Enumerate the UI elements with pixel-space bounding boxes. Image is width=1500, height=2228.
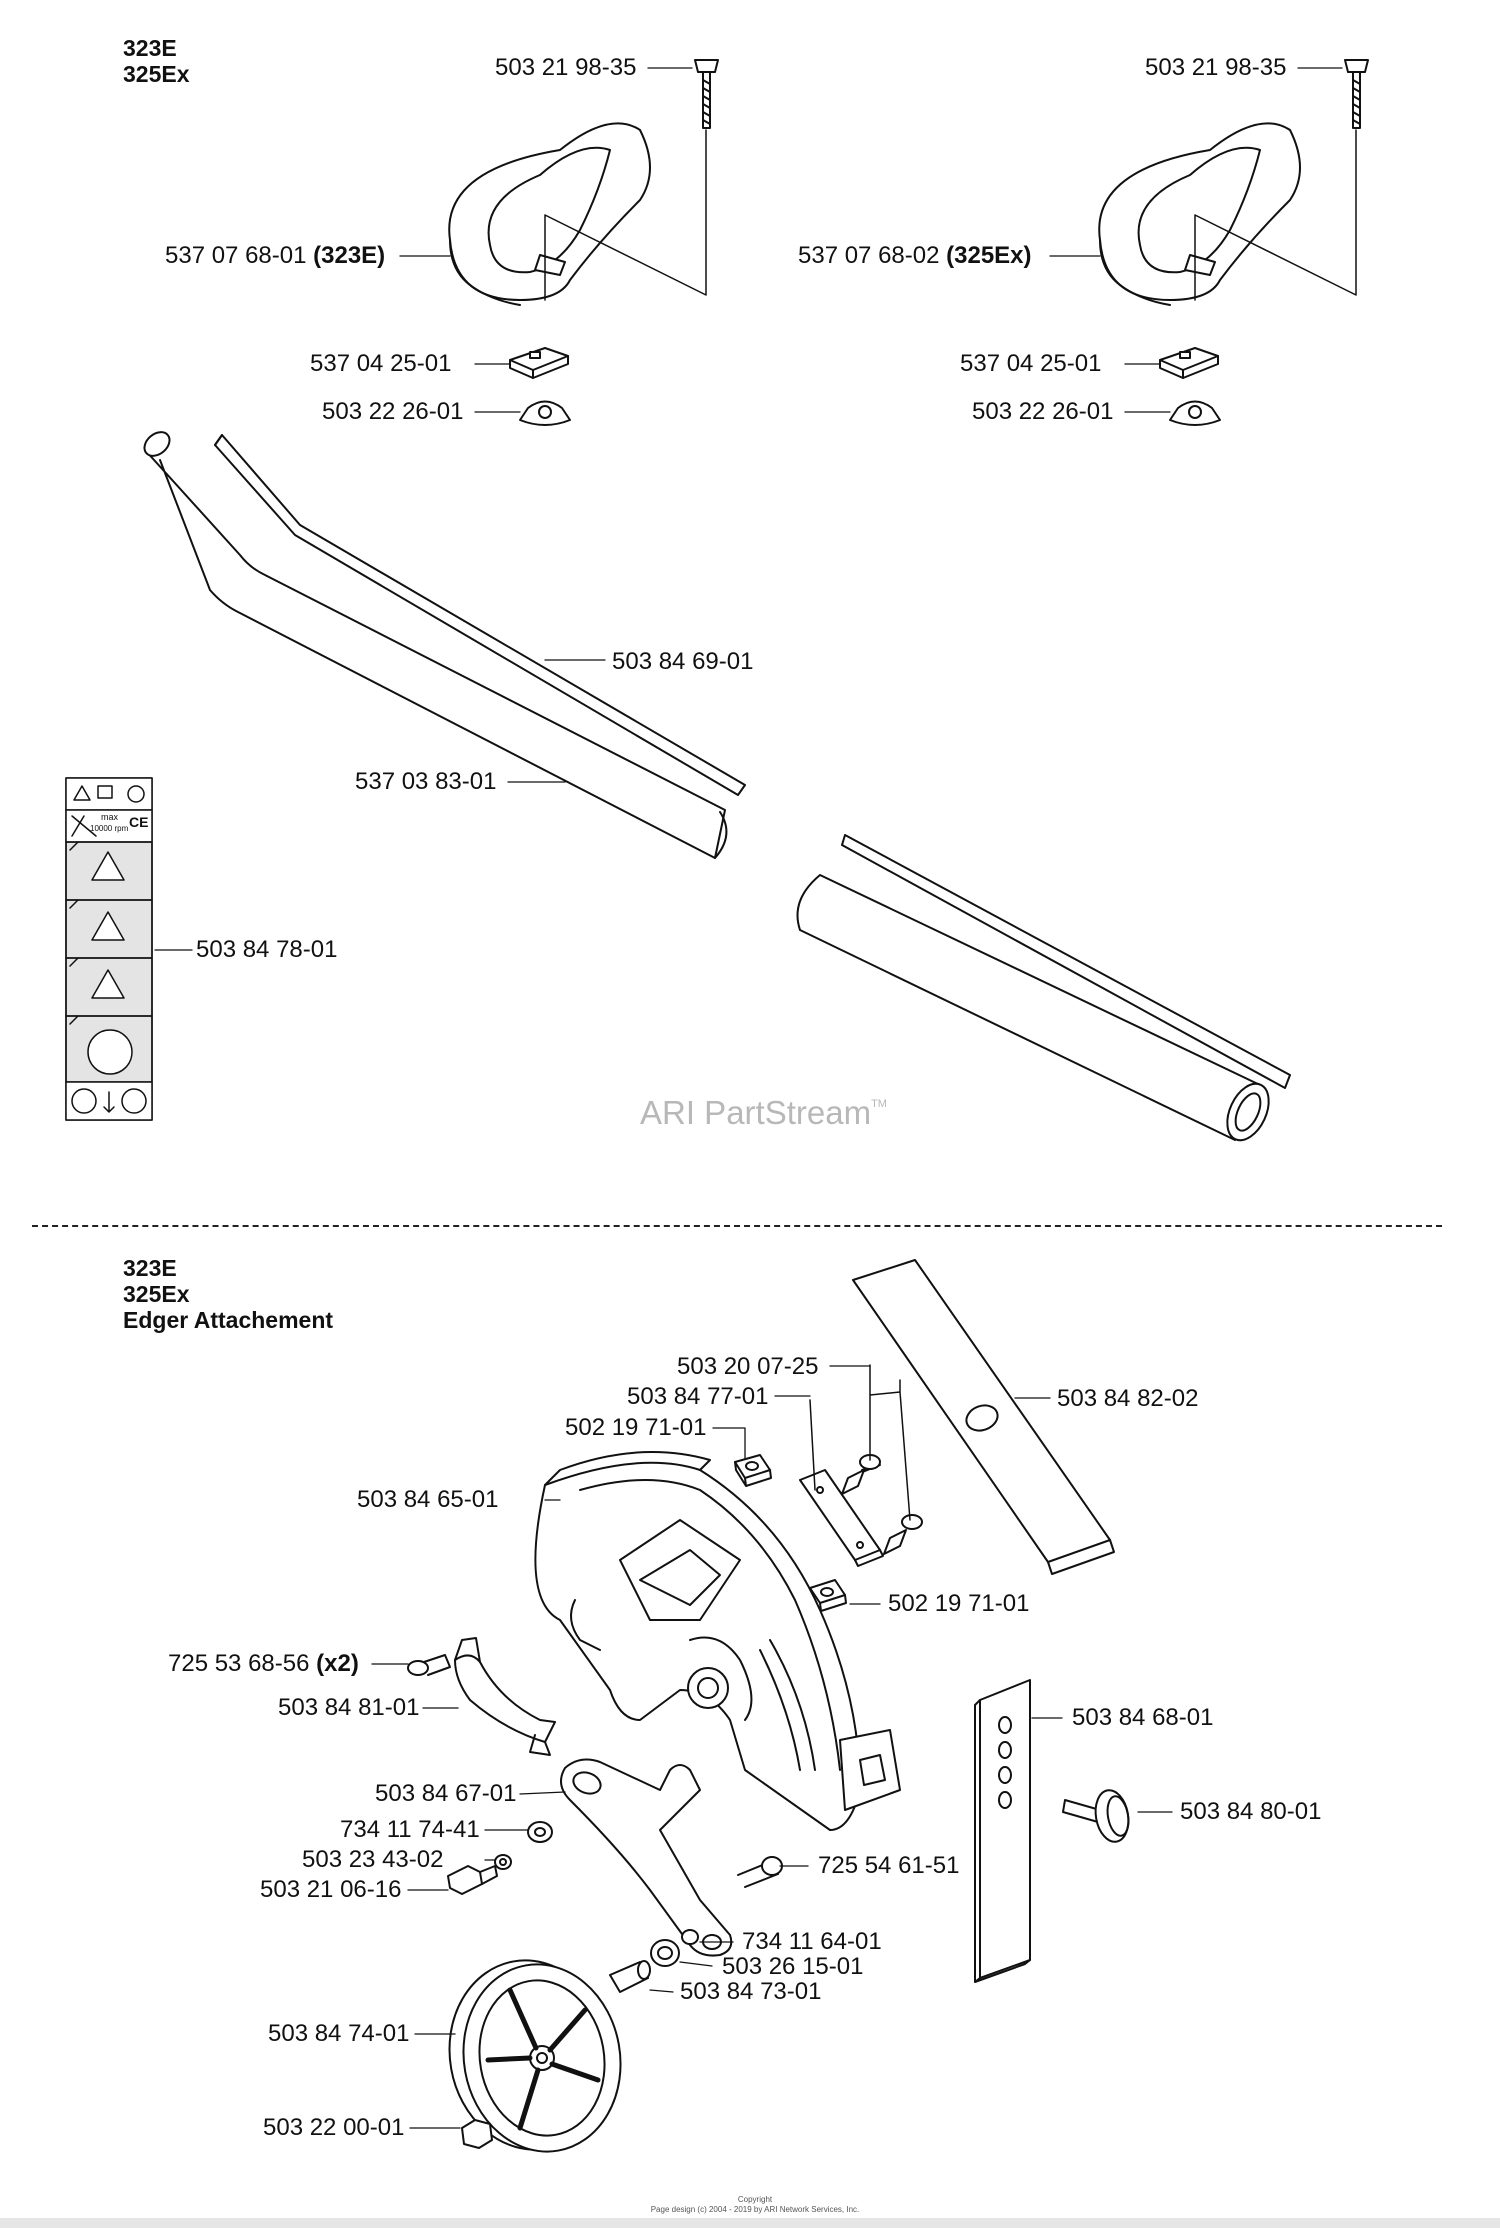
label-decal[interactable]: 503 84 78-01 <box>196 936 338 963</box>
decal-ce-text: CE <box>129 814 149 830</box>
label-wheel-nut[interactable]: 503 22 00-01 <box>263 2114 405 2141</box>
decal-sheet-part <box>65 777 153 1121</box>
label-blade[interactable]: 503 84 82-02 <box>1057 1385 1199 1412</box>
washer-c-part <box>681 1929 699 1945</box>
decal-rpm-text: 10000 rpm <box>90 824 129 833</box>
bearing-part <box>650 1939 680 1967</box>
label-guard[interactable]: 503 84 65-01 <box>357 1486 499 1513</box>
spacer-part <box>609 1960 651 1993</box>
clamp-right-part <box>1159 347 1219 379</box>
footer-copyright: Copyright Page design (c) 2004 - 2019 by… <box>555 2195 955 2215</box>
wheel-nut-part <box>461 2119 493 2149</box>
tube-upper-part <box>143 431 728 859</box>
label-washer-b[interactable]: 503 23 43-02 <box>302 1846 444 1873</box>
screw-pair-part <box>841 1454 923 1555</box>
guide-left <box>544 129 707 301</box>
bottom-title-3: Edger Attachement <box>123 1307 334 1333</box>
label-clamp-right[interactable]: 537 04 25-01 <box>960 350 1102 377</box>
label-handle-right[interactable]: 537 07 68-02 (325Ex) <box>798 242 1032 269</box>
label-clamp-left[interactable]: 537 04 25-01 <box>310 350 452 377</box>
label-screw-x2[interactable]: 725 53 68-56 (x2) <box>168 1650 359 1677</box>
shaft-rod-upper-part <box>214 434 746 796</box>
label-knob-left[interactable]: 503 22 26-01 <box>322 398 464 425</box>
label-handle-left[interactable]: 537 07 68-01 (323E) <box>165 242 386 269</box>
bolt-arm-part <box>447 1865 498 1895</box>
bottom-strip <box>0 2218 1500 2228</box>
nut-a-part <box>734 1454 772 1487</box>
bolt-left-part <box>694 59 719 129</box>
label-bearing[interactable]: 503 26 15-01 <box>722 1953 864 1980</box>
screw-x2-part <box>407 1654 451 1676</box>
top-title-1: 323E <box>123 35 177 61</box>
washer-a-part <box>527 1821 553 1843</box>
guard-part <box>534 1451 901 1831</box>
label-screw-pair[interactable]: 503 20 07-25 <box>677 1353 819 1380</box>
decal-max-text: max <box>101 812 119 822</box>
handle-left-part <box>448 122 651 306</box>
screw-arm-part <box>737 1856 783 1888</box>
label-washer-a[interactable]: 734 11 74-41 <box>340 1816 480 1843</box>
wingnut-right-part <box>1169 400 1221 426</box>
label-washer-c[interactable]: 734 11 64-01 <box>742 1928 882 1955</box>
washer-b-part <box>494 1854 512 1870</box>
bottom-title-2: 325Ex <box>123 1281 190 1307</box>
label-knob-right[interactable]: 503 22 26-01 <box>972 398 1114 425</box>
wingnut-left-part <box>519 400 571 426</box>
footer-line-1: Copyright <box>737 2195 773 2204</box>
label-wheel[interactable]: 503 84 74-01 <box>268 2020 410 2047</box>
guide-right <box>1194 129 1357 301</box>
bolt-right-part <box>1344 59 1369 129</box>
label-shaft[interactable]: 503 84 69-01 <box>612 648 754 675</box>
bottom-title-1: 323E <box>123 1255 177 1281</box>
label-depth-knob[interactable]: 503 84 80-01 <box>1180 1798 1322 1825</box>
clamp-left-part <box>509 347 569 379</box>
tube-lower-part <box>796 874 1270 1142</box>
label-depth-plate[interactable]: 503 84 68-01 <box>1072 1704 1214 1731</box>
clamp-half-part <box>454 1637 556 1756</box>
label-clamp-half[interactable]: 503 84 81-01 <box>278 1694 420 1721</box>
arm-part <box>560 1758 733 1957</box>
label-nut-a[interactable]: 502 19 71-01 <box>565 1414 707 1441</box>
label-bolt-arm[interactable]: 503 21 06-16 <box>260 1876 402 1903</box>
label-plate[interactable]: 503 84 77-01 <box>627 1383 769 1410</box>
label-bolt-left[interactable]: 503 21 98-35 <box>495 54 637 81</box>
section-divider <box>32 1225 1442 1227</box>
top-title-2: 325Ex <box>123 61 190 87</box>
label-screw-arm[interactable]: 725 54 61-51 <box>818 1852 960 1879</box>
wheel-part <box>448 1959 622 2153</box>
depth-plate-part <box>974 1679 1031 1983</box>
label-arm[interactable]: 503 84 67-01 <box>375 1780 517 1807</box>
footer-line-2: Page design (c) 2004 - 2019 by ARI Netwo… <box>650 2205 860 2214</box>
depth-knob-part <box>1062 1789 1130 1843</box>
label-spacer[interactable]: 503 84 73-01 <box>680 1978 822 2005</box>
handle-right-part <box>1098 122 1301 306</box>
label-tube[interactable]: 537 03 83-01 <box>355 768 497 795</box>
watermark: ARI PartStreamTM <box>640 1094 887 1131</box>
label-bolt-right[interactable]: 503 21 98-35 <box>1145 54 1287 81</box>
edger-blade-part <box>852 1259 1115 1575</box>
shaft-rod-lower-part <box>841 834 1291 1089</box>
guide-screws <box>869 1364 911 1521</box>
leader-lines <box>154 67 1343 2129</box>
guide-plate <box>809 1399 816 1491</box>
label-nut-b[interactable]: 502 19 71-01 <box>888 1590 1030 1617</box>
blade-plate-part <box>799 1469 884 1567</box>
